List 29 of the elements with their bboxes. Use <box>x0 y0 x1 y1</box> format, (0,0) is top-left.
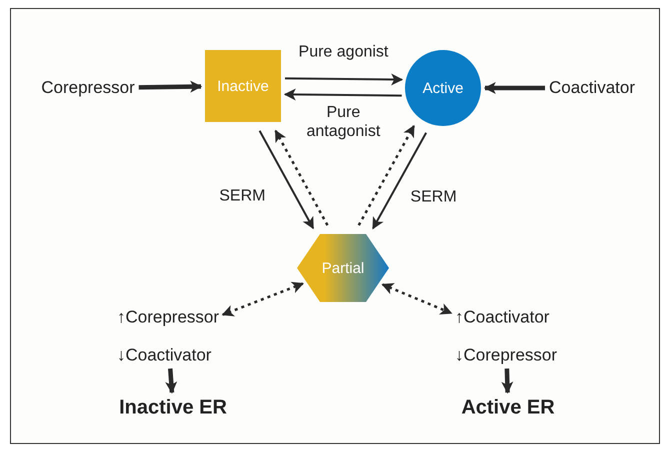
outcome-label: Active ER <box>461 396 555 420</box>
node-label: Partial <box>322 260 364 276</box>
factor-label: ↑Coactivator <box>454 307 550 327</box>
edge-label: SERM <box>409 187 458 206</box>
arrow <box>284 88 402 101</box>
arrow <box>138 80 202 93</box>
node-label: Active <box>422 80 464 96</box>
node-label: Inactive <box>217 78 269 94</box>
arrow <box>372 132 427 230</box>
arrow <box>484 82 545 94</box>
arrow <box>165 368 178 394</box>
edge-label: SERM <box>218 186 266 206</box>
arrow <box>501 368 514 394</box>
dashed-arrow <box>222 282 304 316</box>
partial-hexagon <box>297 234 389 302</box>
factor-label: ↓Coactivator <box>116 345 212 365</box>
dashed-arrow <box>381 283 452 315</box>
factor-label: Coactivator <box>549 78 635 98</box>
dashed-arrow <box>274 130 329 226</box>
factor-label: ↑Corepressor <box>116 307 220 327</box>
dashed-arrow <box>358 124 415 226</box>
arrow <box>258 130 314 230</box>
factor-label: ↓Corepressor <box>454 345 558 365</box>
arrow <box>285 73 404 86</box>
edge-label: Pure agonist <box>298 42 388 62</box>
outcome-label: Inactive ER <box>119 396 227 420</box>
edge-label: Pure antagonist <box>305 102 382 142</box>
inactive-square <box>205 50 281 122</box>
factor-label: Corepressor <box>41 78 135 98</box>
